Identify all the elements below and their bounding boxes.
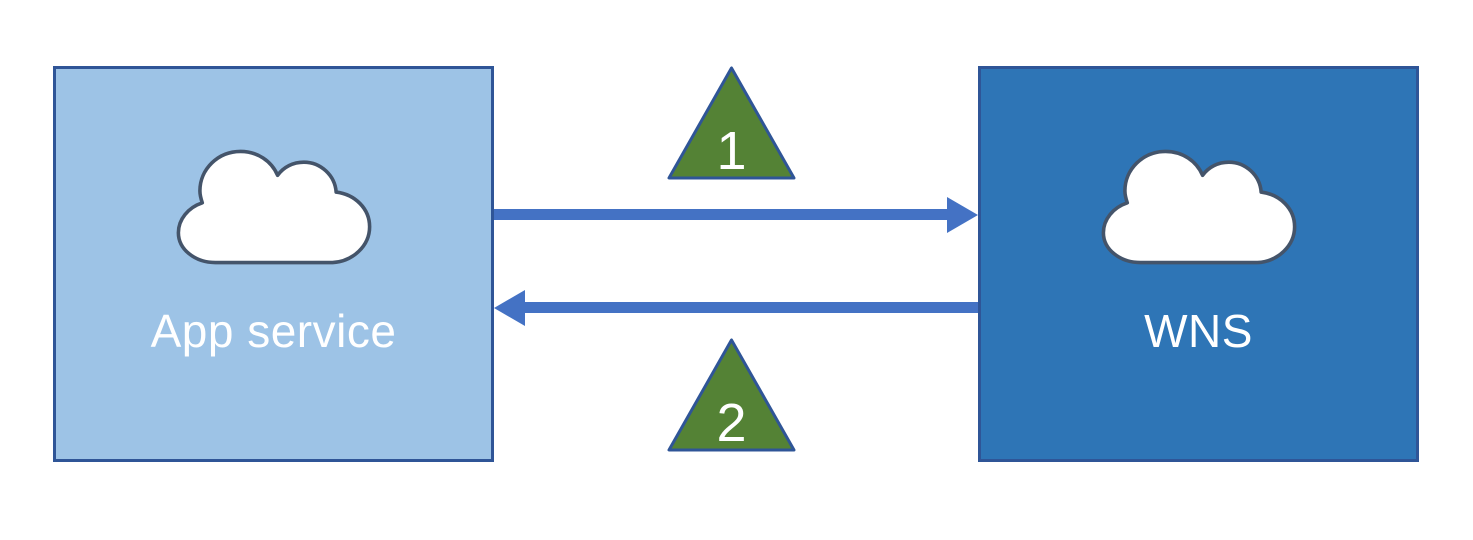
arrow-shaft [494, 209, 949, 220]
node-label-wns: WNS [1144, 305, 1253, 357]
triangle-icon [667, 338, 796, 452]
node-label-app-service: App service [150, 305, 397, 357]
node-wns: WNS [978, 66, 1419, 462]
node-app-service: App service [53, 66, 494, 462]
arrow-head-left-icon [494, 290, 525, 326]
arrow-wns-to-app-service [494, 290, 978, 326]
arrow-app-service-to-wns [494, 197, 978, 233]
step-label: 1 [716, 121, 747, 181]
step-marker-2: 2 [665, 336, 798, 454]
arrow-head-right-icon [947, 197, 978, 233]
cloud-icon [176, 149, 371, 265]
arrow-shaft [523, 302, 978, 313]
triangle-icon [667, 66, 796, 180]
cloud-icon [1101, 149, 1296, 265]
step-label: 2 [716, 393, 747, 453]
step-marker-1: 1 [665, 64, 798, 182]
